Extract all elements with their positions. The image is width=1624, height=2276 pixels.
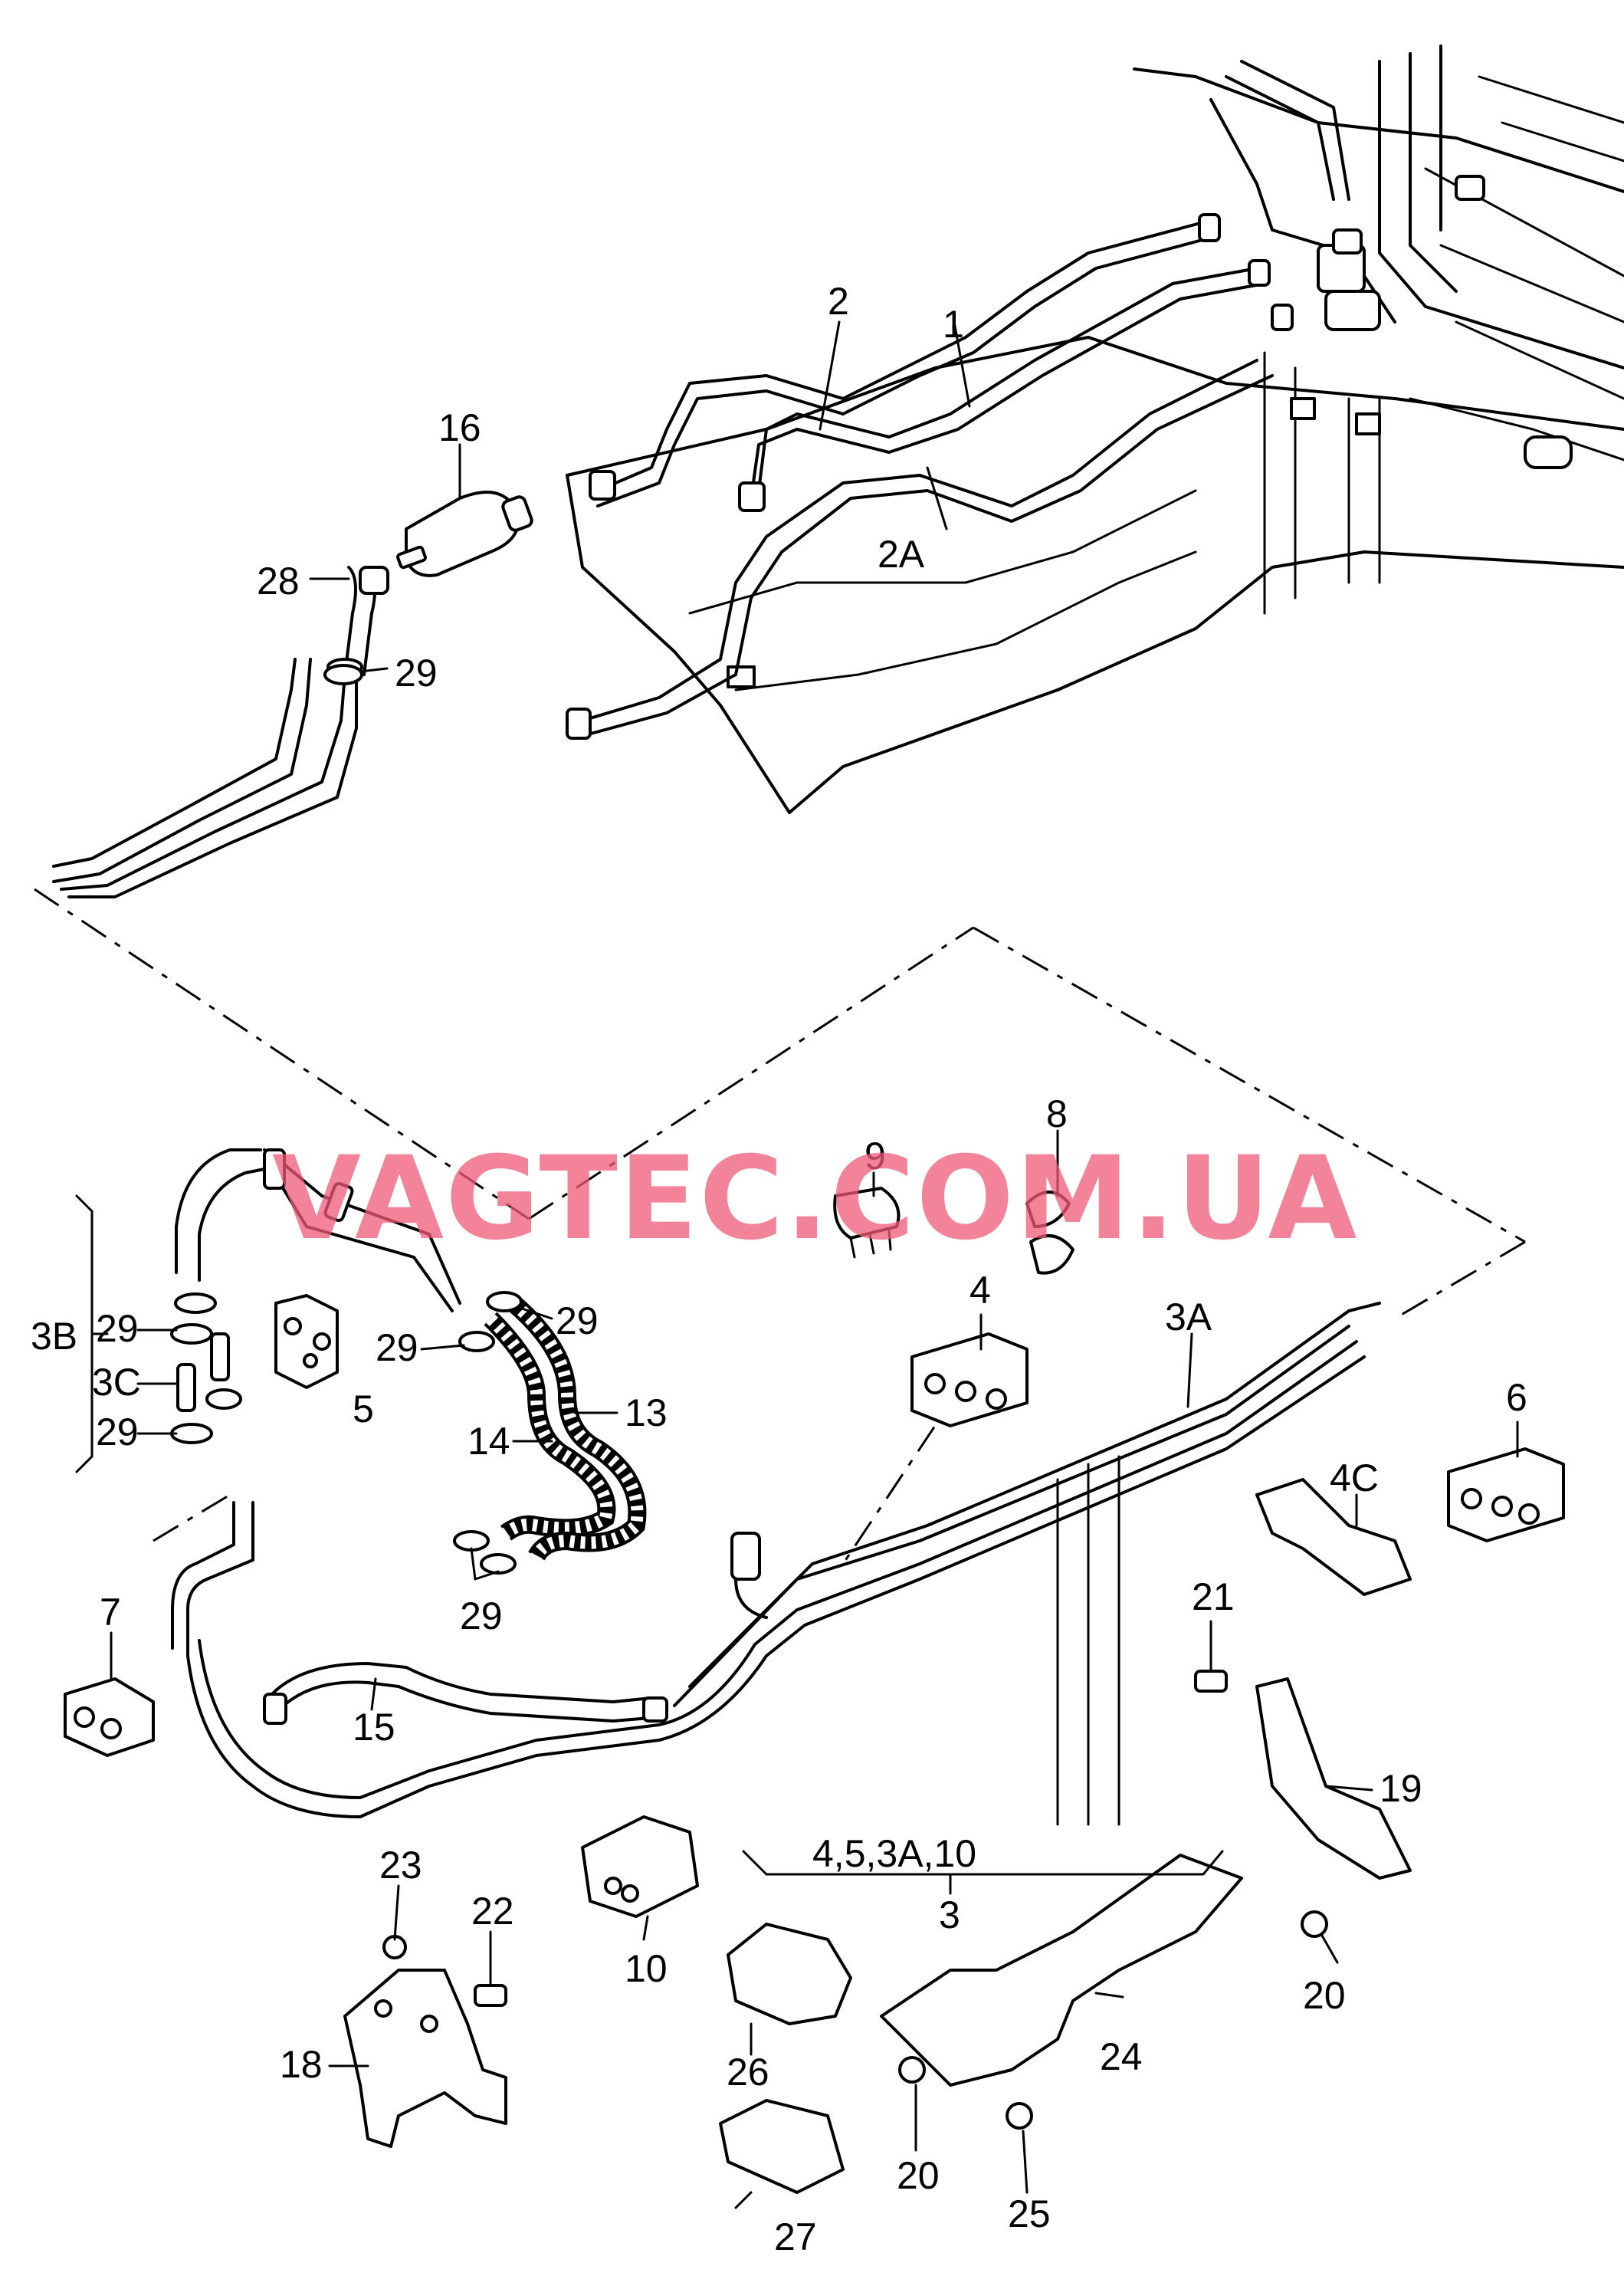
mount-26 [727, 1923, 852, 2025]
callout-29-3B-lower: 29 [96, 1411, 139, 1453]
callout-29-hose-upper: 29 [556, 1299, 599, 1342]
heat-shield-24 [880, 1854, 1243, 2087]
callout-9: 9 [864, 1135, 886, 1177]
callout-23: 23 [379, 1844, 422, 1887]
callout-29-top: 29 [395, 652, 438, 695]
callout-group-3: 4,5,3A,10 [812, 1832, 976, 1875]
clip-9 [833, 1187, 901, 1259]
callout-14: 14 [468, 1420, 510, 1463]
callout-24: 24 [1100, 2035, 1143, 2078]
callout-29-hose-left: 29 [376, 1326, 418, 1369]
bracket-18 [343, 1969, 507, 2148]
callout-2A: 2A [878, 533, 925, 576]
callout-21: 21 [1192, 1575, 1235, 1618]
callout-5: 5 [353, 1388, 374, 1430]
clip-6 [1447, 1447, 1565, 1542]
bracket-10 [581, 1815, 699, 1918]
line-3B-upper [175, 1148, 461, 1312]
callout-3: 3 [939, 1893, 960, 1936]
callout-27: 27 [774, 2215, 817, 2258]
callout-3C: 3C [92, 1361, 141, 1404]
fuel-line-1-2-2A [566, 213, 1294, 740]
hose-28 [343, 566, 389, 676]
fuel-filter-16 [396, 489, 533, 577]
callout-10: 10 [625, 1947, 668, 1990]
clip-8 [1025, 1191, 1074, 1275]
callout-labels: 1 2 2A 16 28 29 9 8 3B 29 29 29 3C 29 5 … [31, 280, 1527, 2258]
callout-25: 25 [1008, 2192, 1051, 2235]
callout-4: 4 [969, 1269, 991, 1312]
callout-6: 6 [1506, 1376, 1527, 1419]
callout-15: 15 [353, 1706, 395, 1749]
callout-20-right: 20 [1303, 1974, 1346, 2017]
callout-29-3B-upper: 29 [96, 1307, 139, 1350]
hoses-13-14 [484, 1296, 647, 1562]
bracket-5 [274, 1294, 339, 1389]
fuel-tank-illustration [566, 44, 1624, 814]
callout-18: 18 [280, 2043, 323, 2086]
reference-lines [34, 888, 1526, 1565]
callout-4C: 4C [1330, 1457, 1379, 1499]
callout-1: 1 [943, 303, 964, 346]
main-fuel-line-3 [171, 1302, 1381, 1826]
callout-26: 26 [727, 2051, 769, 2094]
callout-29-hose-lower: 29 [460, 1595, 503, 1637]
callout-2: 2 [828, 280, 849, 323]
callout-3B: 3B [31, 1315, 77, 1358]
clip-4C [1255, 1478, 1412, 1596]
callout-22: 22 [471, 1890, 514, 1933]
callout-3A: 3A [1165, 1296, 1212, 1338]
hose-clamps-29 [170, 664, 523, 1575]
callout-7: 7 [100, 1591, 121, 1634]
callout-20-bottom: 20 [897, 2154, 940, 2197]
clip-7 [64, 1677, 155, 1757]
leader-lines [75, 443, 1519, 2209]
mount-27 [719, 2099, 845, 2194]
bracket-19 [1255, 1677, 1412, 1880]
clip-4 [910, 1332, 1029, 1427]
feed-return-lines-to-filter [52, 658, 363, 898]
line-15 [263, 1662, 668, 1725]
callout-28: 28 [257, 560, 300, 603]
watermark: VAGTEC.COM.UA [272, 1132, 1358, 1266]
callout-16: 16 [438, 406, 481, 449]
callout-8: 8 [1046, 1092, 1068, 1135]
callout-19: 19 [1380, 1767, 1422, 1810]
callout-13: 13 [625, 1391, 668, 1434]
